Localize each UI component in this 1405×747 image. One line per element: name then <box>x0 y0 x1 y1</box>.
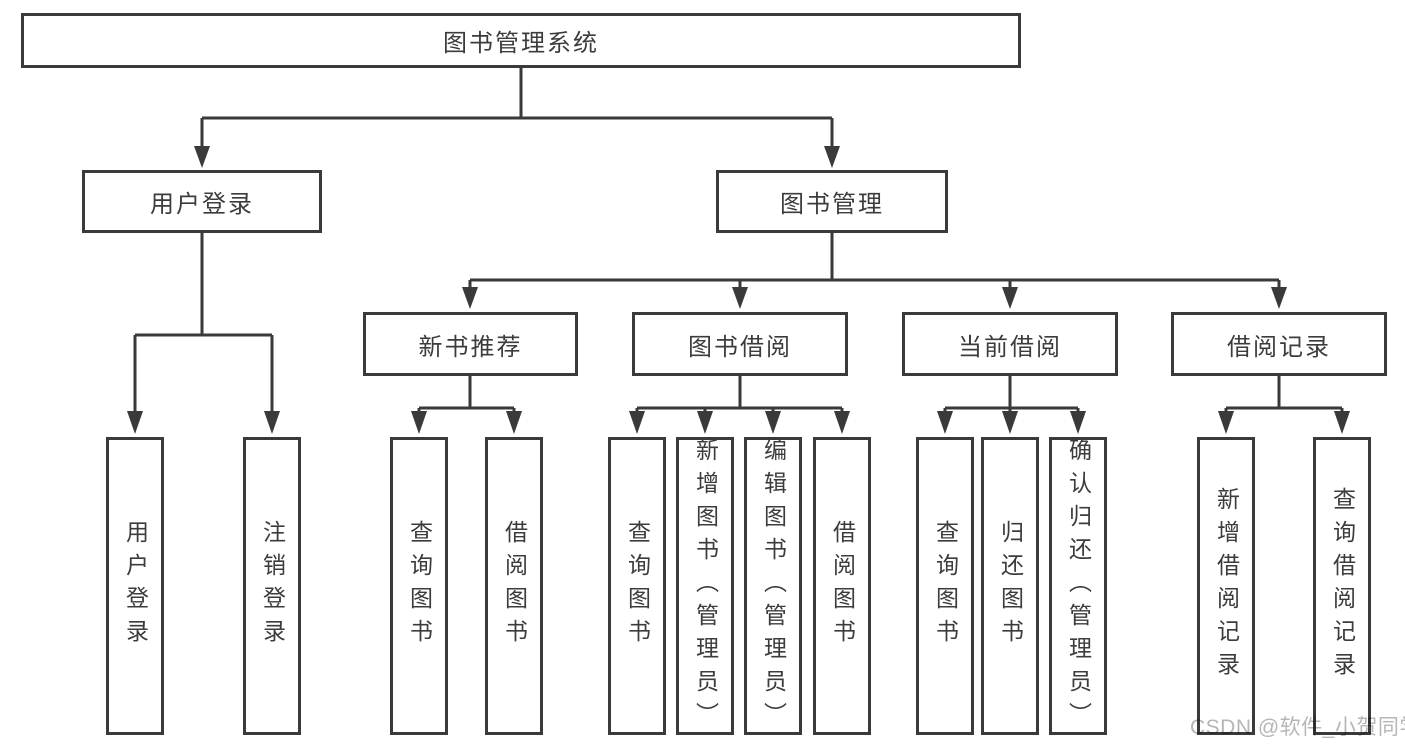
leaf-query-books-borrowing: 查询图书 <box>608 437 666 735</box>
leaf-add-borrow-record: 新增借阅记录 <box>1197 437 1255 735</box>
node-new-book-recommendation: 新书推荐 <box>363 312 578 376</box>
node-current-borrowing: 当前借阅 <box>902 312 1118 376</box>
leaf-label: 新增借阅记录 <box>1213 487 1240 685</box>
leaf-label: 查询图书 <box>624 520 651 652</box>
leaf-label: 查询图书 <box>932 520 959 652</box>
leaf-label: 借阅图书 <box>829 520 856 652</box>
leaf-label: 查询借阅记录 <box>1329 487 1356 685</box>
leaf-query-books-recommend: 查询图书 <box>390 437 448 735</box>
leaf-borrow-books-recommend: 借阅图书 <box>485 437 543 735</box>
leaf-label: 新增图书（管理员） <box>692 437 719 735</box>
leaf-logout: 注销登录 <box>243 437 301 735</box>
leaf-label: 编辑图书（管理员） <box>760 437 787 735</box>
node-root: 图书管理系统 <box>21 13 1021 68</box>
csdn-watermark: CSDN @软件_小贺同学 <box>1190 716 1405 739</box>
leaf-label: 借阅图书 <box>501 520 528 652</box>
leaf-label: 用户登录 <box>122 520 149 652</box>
leaf-return-books: 归还图书 <box>981 437 1039 735</box>
leaf-label: 归还图书 <box>997 520 1024 652</box>
leaf-user-login: 用户登录 <box>106 437 164 735</box>
leaf-label: 注销登录 <box>259 520 286 652</box>
node-user-login: 用户登录 <box>82 170 322 233</box>
leaf-borrow-books-borrowing: 借阅图书 <box>813 437 871 735</box>
arrowheads <box>127 146 1350 434</box>
leaf-query-books-current: 查询图书 <box>916 437 974 735</box>
leaf-confirm-return-admin: 确认归还（管理员） <box>1049 437 1107 735</box>
node-borrowing-records: 借阅记录 <box>1171 312 1387 376</box>
leaf-edit-books-admin: 编辑图书（管理员） <box>744 437 802 735</box>
node-book-management: 图书管理 <box>716 170 948 233</box>
node-book-borrowing: 图书借阅 <box>632 312 848 376</box>
leaf-query-borrow-record: 查询借阅记录 <box>1313 437 1371 735</box>
leaf-label: 确认归还（管理员） <box>1065 437 1092 735</box>
leaf-label: 查询图书 <box>406 520 433 652</box>
leaf-add-books-admin: 新增图书（管理员） <box>676 437 734 735</box>
